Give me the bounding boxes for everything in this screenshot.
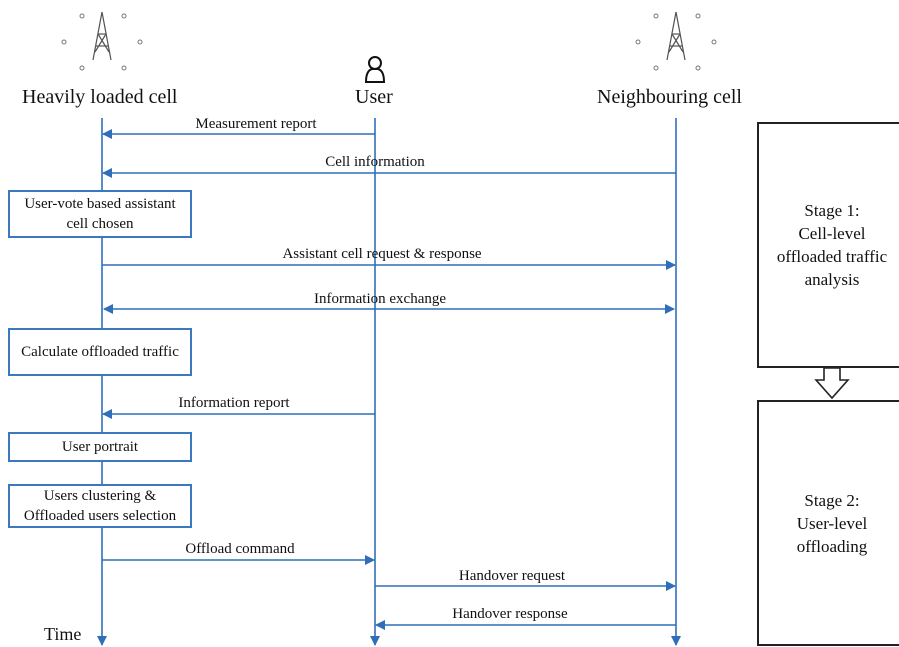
stage-transition-arrow <box>814 367 850 400</box>
cell-tower-icon <box>635 11 717 71</box>
user-icon <box>364 56 386 83</box>
stage-1-box: Stage 1: Cell-level offloaded traffic an… <box>757 122 899 368</box>
stage-1-label: Stage 1: Cell-level offloaded traffic an… <box>776 201 888 289</box>
process-box-user-portrait: User portrait <box>8 432 192 462</box>
msg-label-measurement: Measurement report <box>195 116 317 132</box>
msg-label-assistant: Assistant cell request & response <box>282 246 481 262</box>
stage-2-box: Stage 2: User-level offloading <box>757 400 899 646</box>
msg-label-info-exchange: Information exchange <box>314 291 446 307</box>
participant-neighbouring: Neighbouring cell <box>597 86 742 108</box>
participant-heavily-loaded: Heavily loaded cell <box>22 86 178 108</box>
process-box-label: User-vote based assistant cell chosen <box>24 196 176 232</box>
msg-label-cell-info: Cell information <box>325 154 425 170</box>
process-box-label: Users clustering & Offloaded users selec… <box>23 488 177 524</box>
process-box-label: User portrait <box>61 439 139 455</box>
participant-user: User <box>355 86 393 108</box>
process-box-assistant-chosen: User-vote based assistant cell chosen <box>8 190 192 238</box>
msg-label-offload: Offload command <box>185 541 295 557</box>
msg-label-handover-req: Handover request <box>459 568 566 584</box>
time-axis-label: Time <box>44 624 82 644</box>
stage-2-label: Stage 2: User-level offloading <box>796 490 868 556</box>
process-box-calc-traffic: Calculate offloaded traffic <box>8 328 192 376</box>
process-box-label: Calculate offloaded traffic <box>21 344 179 360</box>
msg-label-handover-resp: Handover response <box>452 606 568 622</box>
msg-label-info-report: Information report <box>178 395 290 411</box>
process-box-users-clustering: Users clustering & Offloaded users selec… <box>8 484 192 528</box>
cell-tower-icon <box>61 11 143 71</box>
